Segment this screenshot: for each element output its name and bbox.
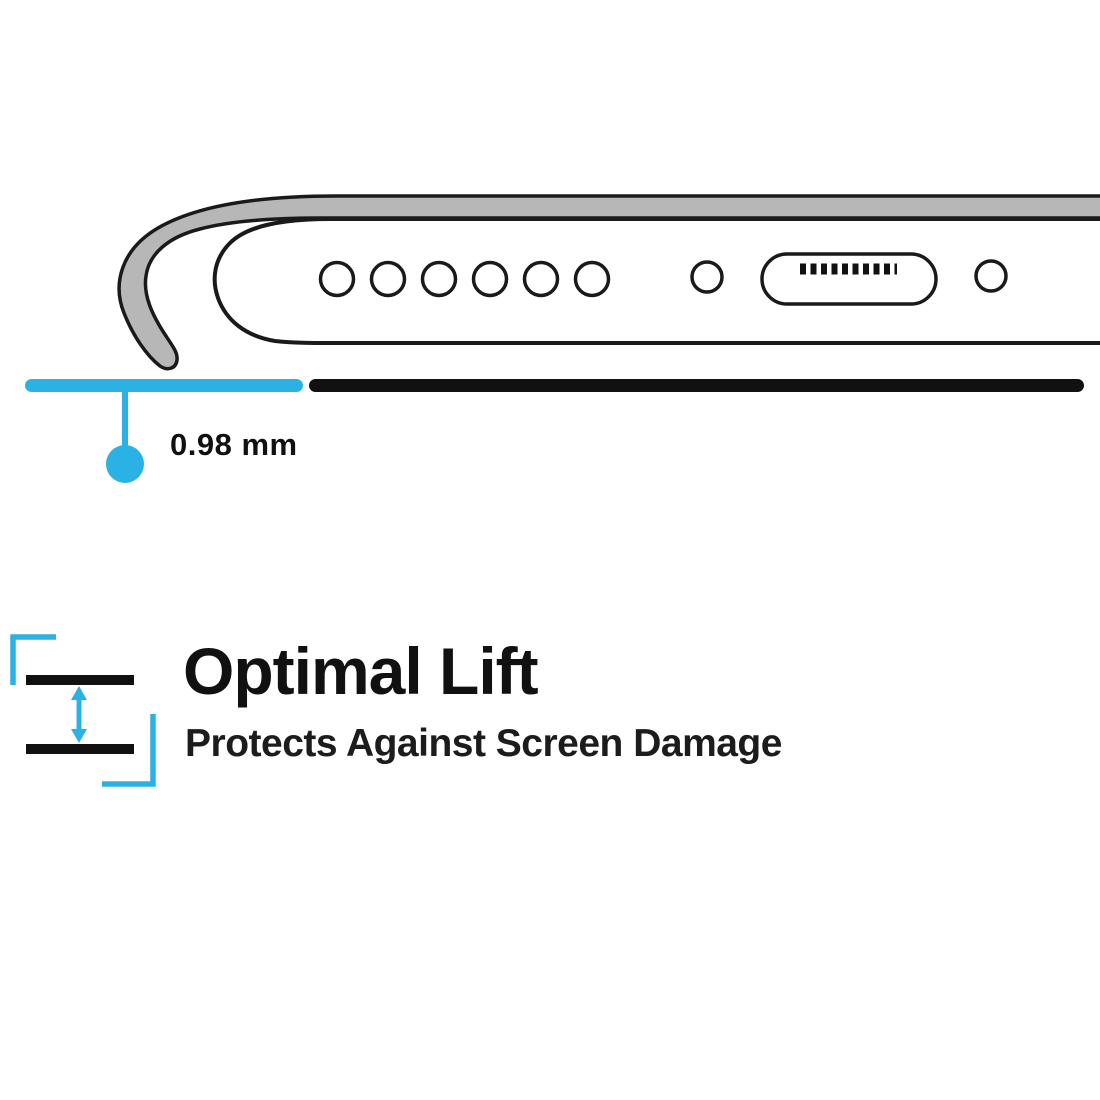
speaker-hole [318,260,356,298]
measurement-dot [106,445,144,483]
speaker-hole [369,260,407,298]
phone-body [212,217,1100,345]
feature-title: Optimal Lift [183,634,539,708]
icon-top-surface-bar [26,675,134,685]
lift-arrow-up-head [71,686,87,700]
speaker-hole [573,260,611,298]
case-shell-and-lip [117,194,1100,371]
speaker-hole [522,260,560,298]
bracket-bottom-right [102,714,156,787]
speaker-hole [420,260,458,298]
speaker-hole [471,260,509,298]
sensor-hole [974,259,1008,293]
charging-port [760,252,938,306]
speaker-holes [318,260,611,298]
bracket-top-left [10,634,56,685]
lift-arrow-down-head [71,729,87,743]
feature-text-block: Optimal Lift Protects Against Screen Dam… [183,638,782,766]
lift-gap-bar [25,379,303,392]
feature-subtitle: Protects Against Screen Damage [185,722,782,765]
mic-hole [690,260,724,294]
icon-bottom-surface-bar [26,744,134,754]
table-surface-bar [309,379,1084,392]
phone-illustration [25,194,1100,483]
optimal-lift-icon [10,634,156,787]
charging-port-outline [760,252,938,306]
measurement-label: 0.98 mm [170,427,298,462]
